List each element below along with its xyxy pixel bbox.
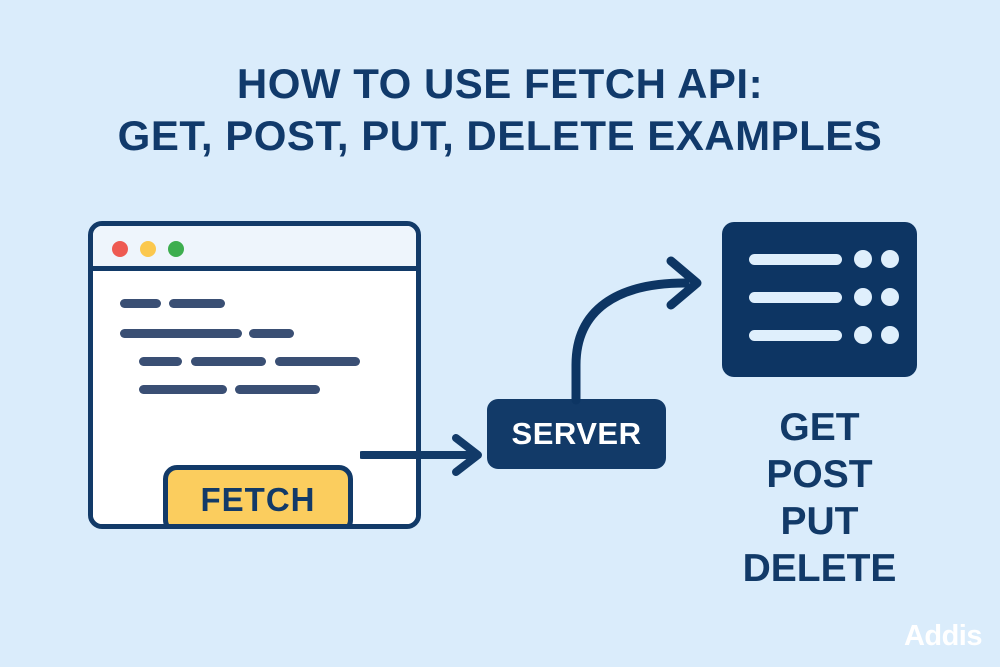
code-line-segment [275,357,360,366]
http-method-item: GET [779,406,860,449]
database-list-icon [722,222,917,377]
server-label: SERVER [511,416,642,451]
browser-titlebar [93,226,416,271]
http-method-item: PUT [780,500,859,543]
maximize-dot-icon[interactable] [168,241,184,257]
brand-watermark: Addis [903,620,983,652]
code-line-segment [249,329,294,338]
database-row-dot [854,288,872,306]
code-line-segment [120,299,161,308]
code-line [93,385,416,394]
arrow-server-to-database-icon [571,256,702,405]
browser-window-mockup: FETCH [88,221,421,529]
database-row-dot [854,250,872,268]
page-title: HOW TO USE FETCH API: GET, POST, PUT, DE… [0,58,1000,162]
database-row-bar [749,330,842,341]
code-line-segment [235,385,320,394]
code-line-segment [139,385,227,394]
code-line [93,329,416,338]
fetch-button-label: FETCH [200,480,316,518]
code-line-segment [169,299,225,308]
title-line-1: HOW TO USE FETCH API: [236,60,764,107]
code-line [93,299,416,308]
code-line-segment [139,357,182,366]
http-method-item: POST [766,453,873,496]
database-row-dot [881,288,899,306]
close-dot-icon[interactable] [112,241,128,257]
database-row-bar [749,292,842,303]
fetch-button[interactable]: FETCH [163,465,353,524]
arrow-browser-to-server-icon [360,434,482,476]
database-row-dot [854,326,872,344]
database-row-dot [881,250,899,268]
code-line-segment [191,357,266,366]
code-line [93,357,416,366]
minimize-dot-icon[interactable] [140,241,156,257]
browser-content-area: FETCH [93,271,416,524]
http-method-item: DELETE [742,547,897,590]
database-row-dot [881,326,899,344]
title-line-2: GET, POST, PUT, DELETE EXAMPLES [117,112,883,159]
server-box: SERVER [487,399,666,469]
code-line-segment [120,329,242,338]
database-row-bar [749,254,842,265]
